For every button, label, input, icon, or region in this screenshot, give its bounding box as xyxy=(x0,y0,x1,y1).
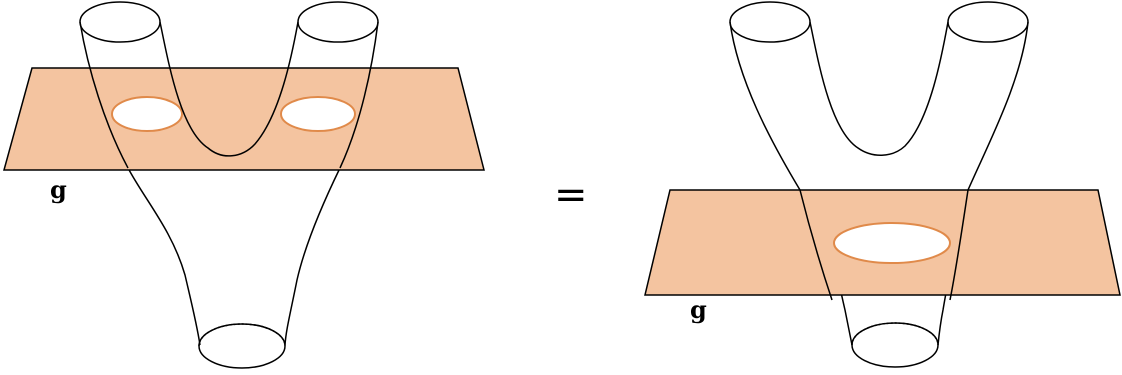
left-leg-1-opening xyxy=(79,1,161,43)
right-edge-left-through xyxy=(799,189,833,301)
right-waist-circle-back xyxy=(851,322,939,346)
right-leg-1-opening xyxy=(729,1,811,43)
equals-symbol: = xyxy=(554,172,588,218)
right-plane-label: g xyxy=(690,295,707,324)
left-leg-2-opening xyxy=(297,1,379,43)
left-leg-2-outer-edge xyxy=(339,21,379,169)
left-crotch-curve xyxy=(159,21,299,157)
left-plane-label: g xyxy=(50,175,67,204)
right-pants-through-plane xyxy=(799,189,969,301)
right-leg-2-opening xyxy=(947,1,1029,43)
right-edge-right-through xyxy=(949,189,969,301)
left-plane xyxy=(3,67,485,171)
right-figure: g xyxy=(644,1,1121,368)
left-pants-lower-left-edge xyxy=(127,167,201,346)
equals-sign: = xyxy=(554,172,588,218)
left-figure: g xyxy=(3,1,485,369)
left-waist-circle-back xyxy=(198,323,286,347)
left-pants-upper xyxy=(79,1,379,169)
right-leg-1-outer-edge xyxy=(729,21,801,191)
right-crotch-curve xyxy=(809,21,949,156)
left-leg-1-outer-edge xyxy=(79,21,129,169)
left-hole-1 xyxy=(111,96,183,132)
left-pants-lower xyxy=(127,167,341,369)
left-hole-2 xyxy=(280,96,356,132)
right-pants-upper xyxy=(729,1,1029,191)
left-pants-lower-right-edge xyxy=(284,167,341,346)
right-leg-2-outer-edge xyxy=(967,21,1029,191)
right-hole xyxy=(833,222,951,264)
